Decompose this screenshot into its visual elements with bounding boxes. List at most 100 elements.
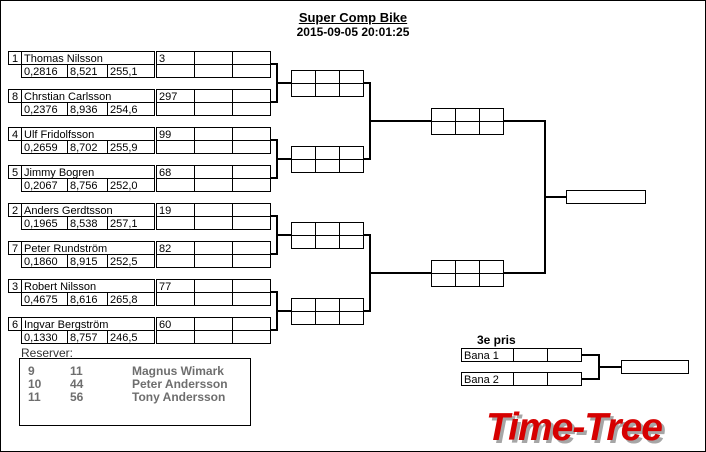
bracket-connector (276, 139, 278, 179)
result-cell (232, 51, 271, 65)
reserve-position: 9 (28, 364, 35, 378)
result-cell (232, 178, 271, 192)
speed: 255,9 (107, 140, 155, 154)
elapsed-time: 8,756 (67, 178, 108, 192)
result-cell (232, 203, 271, 217)
bracket-connector (600, 366, 621, 368)
semifinal-slot-2 (291, 146, 365, 174)
result-cell (232, 89, 271, 103)
result-cell (232, 317, 271, 331)
result-cell (194, 292, 233, 306)
result-cell (315, 235, 340, 249)
reaction-time: 0,2659 (21, 140, 68, 154)
result-cell (156, 292, 195, 306)
result-cell (194, 64, 233, 78)
result-cell (513, 372, 548, 386)
reaction-time: 0,1330 (21, 330, 68, 344)
bracket-connector (544, 120, 546, 274)
speed: 265,8 (107, 292, 155, 306)
speed: 254,6 (107, 102, 155, 116)
result-cell (339, 298, 364, 312)
bracket-connector (276, 291, 278, 331)
seed-number: 8 (8, 89, 22, 103)
semifinal-slot-1 (291, 70, 365, 98)
speed: 246,5 (107, 330, 155, 344)
bracket-connector (364, 82, 371, 84)
result-cell (194, 165, 233, 179)
seed-number: 3 (8, 279, 22, 293)
page-title: Super Comp Bike (298, 10, 408, 25)
elapsed-time: 8,915 (67, 254, 108, 268)
reaction-time: 0,2376 (21, 102, 68, 116)
result-cell (194, 51, 233, 65)
bracket-connector (364, 234, 371, 236)
speed: 252,0 (107, 178, 155, 192)
seed-number: 6 (8, 317, 22, 331)
bracket-connector (278, 234, 291, 236)
bracket-connector (271, 177, 278, 179)
bracket-entry-8: 6 Ingvar Bergström 0,1330 8,757 246,5 60 (8, 317, 274, 345)
bracket-connector (581, 378, 600, 380)
result-cell (291, 235, 316, 249)
bracket-entry-1: 1 Thomas Nilsson 0,2816 8,521 255,1 3 (8, 51, 274, 79)
result-cell (339, 311, 364, 325)
car-number: 19 (156, 203, 195, 217)
final-slot-1 (431, 108, 505, 136)
reserve-position: 11 (28, 390, 41, 404)
result-cell (194, 203, 233, 217)
reserve-row: 11 56 Tony Andersson (20, 390, 250, 404)
car-number: 99 (156, 127, 195, 141)
result-cell (232, 279, 271, 293)
result-cell (156, 216, 195, 230)
bracket-connector (271, 215, 278, 217)
result-cell (455, 108, 480, 122)
speed: 252,5 (107, 254, 155, 268)
competitor-name: Ingvar Bergström (21, 317, 155, 331)
result-cell (431, 260, 456, 274)
result-cell (194, 89, 233, 103)
result-cell (315, 311, 340, 325)
page-datetime: 2015-09-05 20:01:25 (296, 25, 410, 39)
result-cell (156, 64, 195, 78)
result-cell (339, 222, 364, 236)
bracket-connector (581, 354, 600, 356)
result-cell (479, 108, 504, 122)
car-number: 297 (156, 89, 195, 103)
winner-slot (566, 190, 646, 204)
bracket-connector (369, 234, 371, 312)
bracket-connector (271, 329, 278, 331)
result-cell (291, 298, 316, 312)
result-cell (232, 254, 271, 268)
result-cell (232, 64, 271, 78)
seed-number: 4 (8, 127, 22, 141)
elapsed-time: 8,702 (67, 140, 108, 154)
result-cell (455, 273, 480, 287)
third-prize-winner-slot (621, 360, 689, 374)
bracket-connector (504, 272, 546, 274)
result-cell (232, 330, 271, 344)
result-cell (339, 70, 364, 84)
reaction-time: 0,4675 (21, 292, 68, 306)
bracket-connector (278, 310, 291, 312)
result-cell (194, 330, 233, 344)
result-cell (156, 102, 195, 116)
elapsed-time: 8,757 (67, 330, 108, 344)
result-cell (194, 216, 233, 230)
result-cell (291, 222, 316, 236)
result-cell (291, 311, 316, 325)
reaction-time: 0,2067 (21, 178, 68, 192)
reaction-time: 0,2816 (21, 64, 68, 78)
reserve-car-number: 11 (70, 364, 83, 378)
bracket-connector (271, 291, 278, 293)
result-cell (431, 273, 456, 287)
bracket-entry-5: 2 Anders Gerdtsson 0,1965 8,538 257,1 19 (8, 203, 274, 231)
result-cell (232, 165, 271, 179)
elapsed-time: 8,521 (67, 64, 108, 78)
reserve-name: Peter Andersson (132, 377, 228, 391)
result-cell (232, 127, 271, 141)
result-cell (194, 140, 233, 154)
seed-number: 1 (8, 51, 22, 65)
bracket-connector (504, 120, 546, 122)
bracket-entry-7: 3 Robert Nilsson 0,4675 8,616 265,8 77 (8, 279, 274, 307)
